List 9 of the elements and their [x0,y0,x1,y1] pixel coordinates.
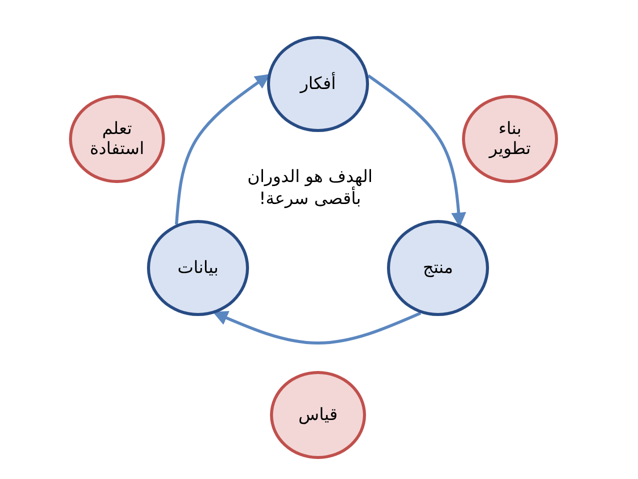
curved-arrow [174,74,270,225]
node-text: قياس [298,404,338,426]
node-text: بيانات [178,258,218,278]
curved-arrow [212,311,422,344]
center-note: الهدف هو الدوران بأقصى سرعة! [246,166,374,210]
node-text: منتج [422,258,454,278]
node-text: بناء تطوير [488,118,532,160]
node-text: تعلم استفادة [88,118,146,160]
node-text: أفكار [300,74,336,94]
